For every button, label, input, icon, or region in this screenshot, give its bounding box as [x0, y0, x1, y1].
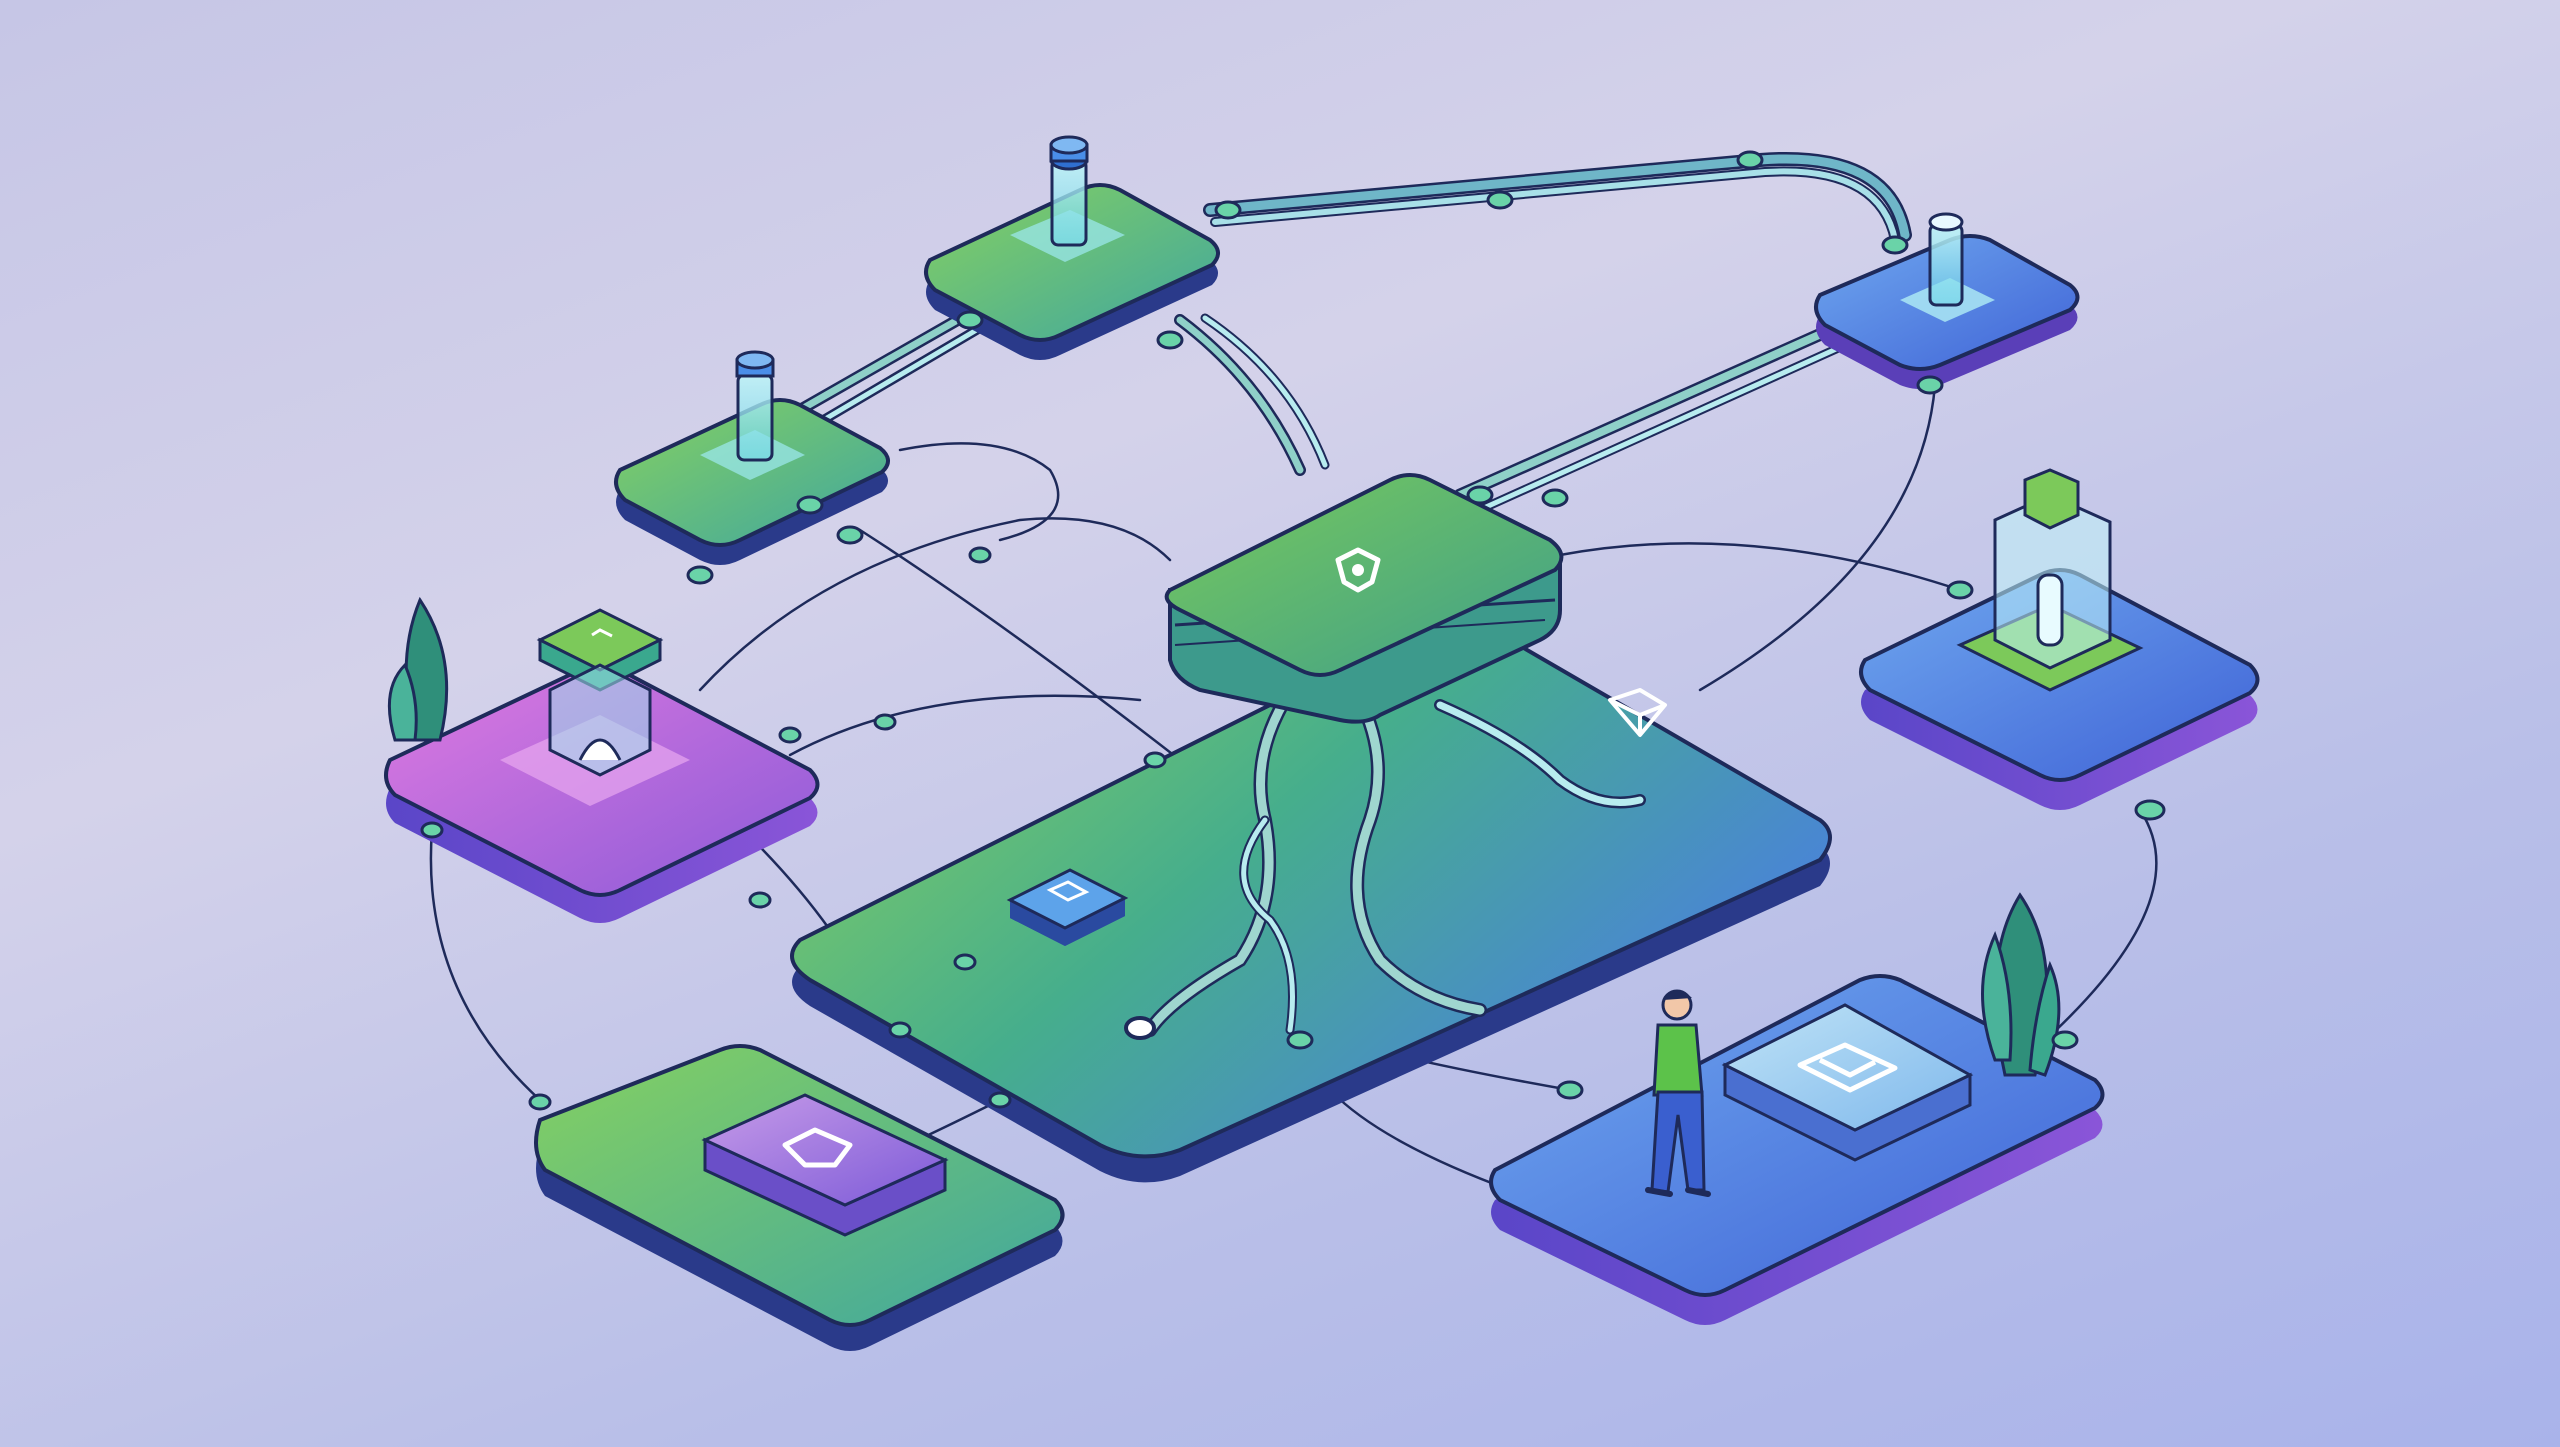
ring-marker	[1124, 1016, 1156, 1040]
gem-cube	[1721, 1003, 1974, 1162]
left-purple-platform	[384, 608, 820, 923]
flask-icon	[1010, 135, 1125, 262]
wire-upperleft-hub	[858, 528, 1182, 762]
right-blue-platform	[1859, 468, 2260, 810]
shield-icon	[1335, 547, 1381, 593]
shield-cube	[701, 1093, 949, 1237]
flask-icon	[1900, 212, 1995, 322]
bottom-left-platform	[534, 1044, 1065, 1351]
wire-hub-right	[1558, 542, 1962, 592]
flask-icon	[700, 350, 805, 480]
central-platform	[790, 620, 1832, 1183]
upper-left-platform	[614, 350, 890, 565]
chip-icon	[1006, 868, 1129, 946]
bottom-right-platform	[1489, 974, 2105, 1325]
connector-nodes	[420, 150, 2166, 1111]
person-icon	[1645, 989, 1711, 1197]
leaf-icon	[1981, 892, 2061, 1077]
hub-roots	[1143, 693, 1646, 1037]
wire-topright-right	[1698, 383, 1937, 692]
wire-loop-left	[698, 517, 1172, 692]
server-tower-icon	[500, 608, 690, 806]
gem-icon	[1797, 1042, 1898, 1093]
cables	[429, 152, 2158, 1192]
leaf-icon	[387, 596, 449, 742]
shield-icon	[782, 1127, 853, 1168]
wire-purple-down	[429, 828, 542, 1102]
top-right-platform	[1814, 212, 2080, 389]
top-platform	[924, 135, 1220, 360]
wire-mid-left	[898, 442, 1060, 542]
server-tower-icon	[1956, 468, 2144, 692]
wire-left-mid	[788, 694, 1142, 757]
gem-icon	[1608, 688, 1667, 737]
central-hub	[1164, 473, 1564, 724]
wire-right-down	[2038, 808, 2158, 1047]
